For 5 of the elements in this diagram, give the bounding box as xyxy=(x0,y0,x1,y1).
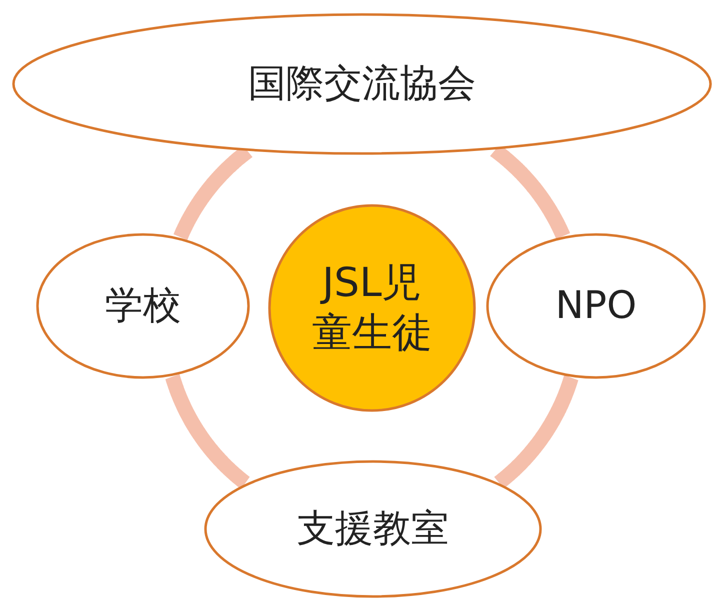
node-label: 学校 xyxy=(105,282,181,330)
node-label: 支援教室 xyxy=(297,505,449,552)
node-label: 国際交流協会 xyxy=(248,60,476,108)
node-label: NPO xyxy=(555,282,637,330)
node-label: JSL児童生徒 xyxy=(311,259,433,358)
